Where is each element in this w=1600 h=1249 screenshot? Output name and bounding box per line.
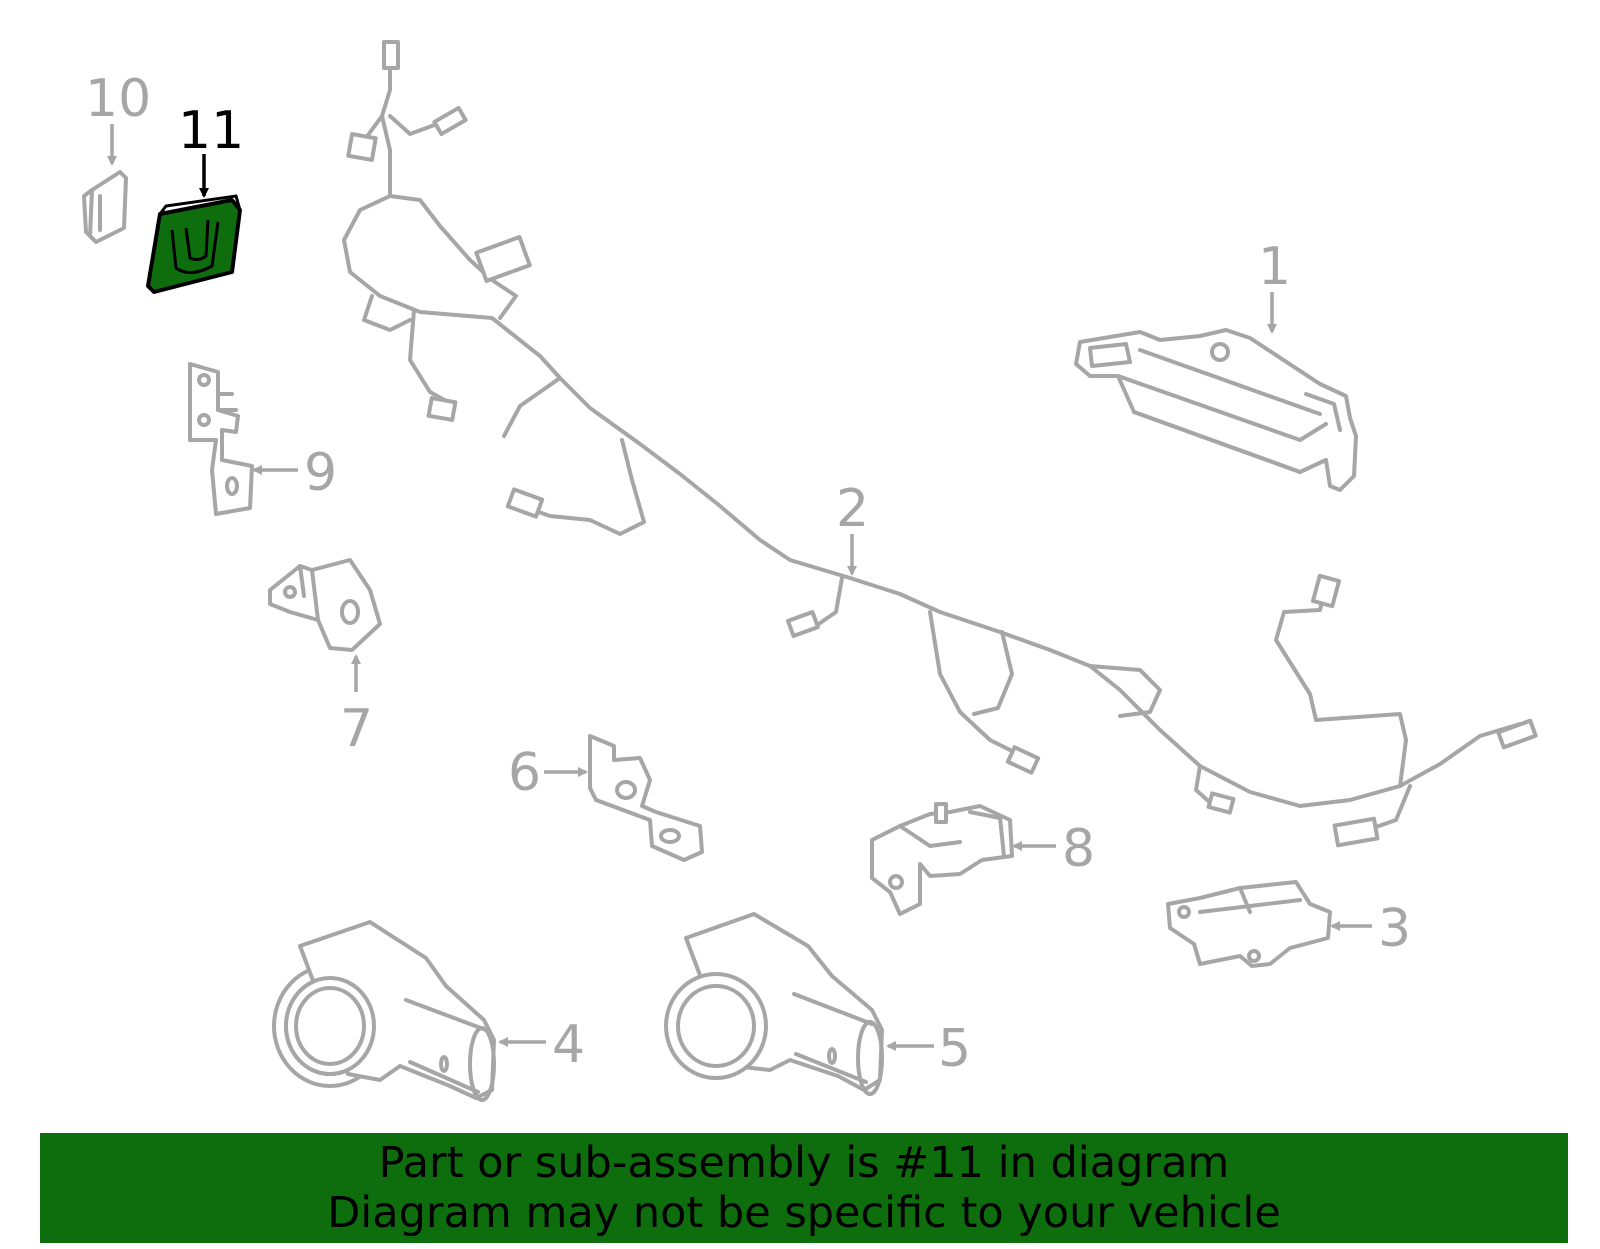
callout-9: 9 — [304, 443, 337, 503]
part-1-module[interactable] — [1074, 328, 1358, 492]
callout-11: 11 — [178, 101, 244, 161]
banner-line-2: Diagram may not be specific to your vehi… — [327, 1188, 1281, 1238]
part-2-wiring-harness[interactable] — [342, 40, 1538, 848]
part-3-module[interactable] — [1166, 880, 1332, 968]
callout-6: 6 — [508, 743, 541, 803]
callout-4: 4 — [552, 1015, 585, 1075]
part-10-cap[interactable] — [82, 170, 128, 244]
info-banner: Part or sub-assembly is #11 in diagram D… — [40, 1133, 1568, 1243]
callout-7: 7 — [340, 699, 373, 759]
part-11-bracket[interactable] — [146, 194, 242, 294]
callout-1: 1 — [1258, 237, 1291, 297]
callout-5: 5 — [938, 1019, 971, 1079]
part-7-bracket[interactable] — [268, 558, 382, 652]
part-4-sensor[interactable] — [272, 920, 496, 1102]
callout-10: 10 — [85, 69, 151, 129]
part-9-bracket[interactable] — [188, 362, 254, 516]
callout-2: 2 — [836, 479, 869, 539]
part-8-bracket[interactable] — [870, 802, 1014, 916]
callout-3: 3 — [1378, 899, 1411, 959]
callout-8: 8 — [1062, 819, 1095, 879]
part-5-sensor[interactable] — [664, 912, 884, 1096]
banner-line-1: Part or sub-assembly is #11 in diagram — [378, 1138, 1230, 1188]
part-6-bracket[interactable] — [588, 734, 704, 862]
